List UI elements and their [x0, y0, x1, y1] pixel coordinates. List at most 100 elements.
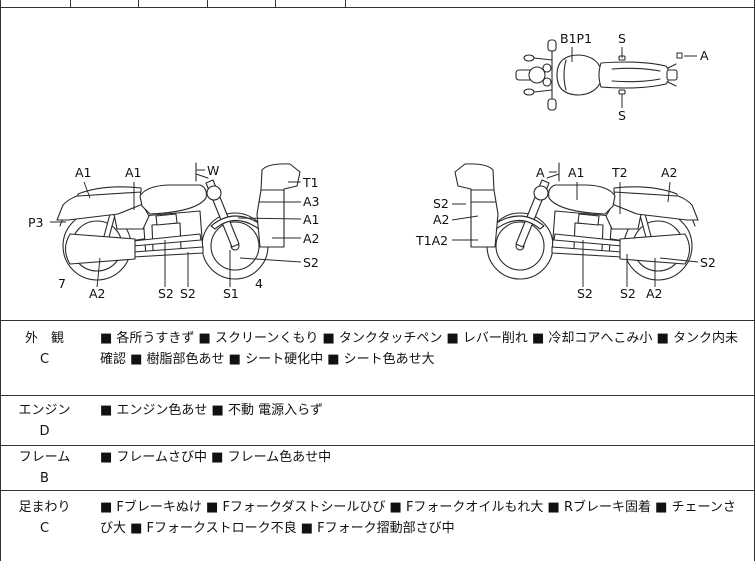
left-view-label: S1: [223, 286, 239, 301]
top-mirror: [523, 88, 535, 96]
right-fuel-tank: [548, 184, 616, 215]
category-label: フレーム: [18, 450, 71, 465]
condition-row-engine: エンジン D ■ エンジン色あせ ■ 不動 電源入らず: [0, 395, 755, 445]
right-view-label: A: [536, 165, 545, 180]
damage-diagram: B1P1 S A S A1 A1 W T1 A3 A1 A2 S2 P3 7 A…: [28, 31, 716, 301]
right-view-label: T2: [611, 165, 628, 180]
top-tail-light: [666, 69, 678, 81]
left-view-label: A1: [125, 165, 142, 180]
top-table-cell: [345, 0, 346, 8]
category-cell: エンジン D: [1, 396, 88, 445]
leader-line: [451, 215, 479, 221]
right-side-view-motorcycle: [454, 162, 699, 281]
left-view-label: 7: [58, 276, 66, 291]
top-turn-signal: [667, 63, 677, 87]
left-front-cowl: [256, 163, 301, 248]
category-cell: 足まわり C: [1, 491, 88, 561]
condition-details: ■ エンジン色あせ ■ 不動 電源入らず: [100, 403, 323, 418]
top-grip: [547, 39, 557, 52]
top-mirror-stem: [533, 57, 553, 61]
right-view-label: A2: [646, 286, 663, 301]
grade-label: C: [39, 352, 50, 367]
top-view-label: S: [618, 108, 626, 123]
left-view-label: S2: [180, 286, 196, 301]
top-table-cell: [0, 0, 1, 8]
leader-line: [96, 257, 101, 288]
left-view-label: P3: [28, 215, 44, 230]
left-view-label: A2: [303, 231, 320, 246]
left-view-label: S2: [303, 255, 319, 270]
top-table-cell: [138, 0, 139, 8]
leader-line: [239, 257, 302, 263]
category-cell: 外 観 C: [1, 321, 88, 395]
right-view-label: T1A2: [415, 233, 448, 248]
top-seat-seam: [611, 78, 661, 83]
top-view-label: B1P1: [560, 31, 592, 46]
left-view-label: A3: [303, 194, 320, 209]
grade-label: B: [40, 471, 49, 486]
grade-label: D: [39, 424, 50, 439]
leader-lines: [50, 47, 699, 288]
right-cowl-panel-line: [470, 189, 497, 203]
left-engine-head: [155, 213, 178, 226]
condition-details: ■ Fブレーキぬけ ■ Fフォークダストシールひび ■ Fフォークオイルもれ大 …: [100, 500, 736, 536]
top-gauge: [542, 63, 552, 73]
damage-code-labels: B1P1 S A S A1 A1 W T1 A3 A1 A2 S2 P3 7 A…: [28, 31, 716, 301]
left-view-label: W: [207, 163, 219, 178]
left-handlebar: [195, 162, 209, 182]
left-muffler: [64, 233, 136, 265]
left-fuel-tank: [139, 184, 207, 215]
left-view-label: A1: [303, 212, 320, 227]
right-engine-head: [577, 213, 600, 226]
left-headlight: [206, 185, 222, 201]
condition-row-exterior: 外 観 C ■ 各所うすきず ■ スクリーンくもり ■ タンクタッチペン ■ レ…: [0, 320, 755, 395]
category-label: 足まわり: [18, 500, 71, 515]
top-gauge: [542, 77, 552, 87]
top-view-label: A: [700, 48, 709, 63]
left-view-label: A2: [89, 286, 106, 301]
right-view-label: A2: [661, 165, 678, 180]
right-view-label: S2: [577, 286, 593, 301]
top-table-cell: [70, 0, 71, 8]
top-mirror: [523, 54, 535, 62]
right-muffler: [619, 233, 691, 265]
right-handlebar: [546, 162, 560, 182]
top-table-cell: [275, 0, 276, 8]
top-view-motorcycle: [515, 39, 678, 111]
left-view-label: 4: [255, 276, 263, 291]
left-view-label: A1: [75, 165, 92, 180]
top-table-cell: [207, 0, 208, 8]
leader-line: [659, 257, 699, 263]
category-label: 外 観: [24, 331, 64, 346]
top-seat-seam: [611, 67, 661, 72]
category-cell: フレーム B: [1, 446, 88, 490]
right-view-label: S2: [700, 255, 716, 270]
right-headlight: [533, 185, 549, 201]
right-view-label: A2: [433, 212, 450, 227]
top-headlight: [528, 66, 546, 84]
right-view-label: A1: [568, 165, 585, 180]
right-view-label: S2: [620, 286, 636, 301]
grade-label: C: [39, 521, 50, 536]
condition-details: ■ フレームさび中 ■ フレーム色あせ中: [100, 450, 332, 465]
top-grip: [547, 98, 557, 111]
top-view-label: S: [618, 31, 626, 46]
condition-details: ■ 各所うすきず ■ スクリーンくもり ■ タンクタッチペン ■ レバー削れ ■…: [100, 331, 738, 367]
left-view-label: T1: [302, 175, 319, 190]
top-footpeg: [618, 89, 626, 95]
position-marker: [676, 52, 683, 59]
top-seat: [598, 61, 671, 89]
leader-line: [237, 217, 302, 220]
condition-row-suspension: 足まわり C ■ Fブレーキぬけ ■ Fフォークダストシールひび ■ Fフォーク…: [0, 490, 755, 561]
left-seat: [77, 186, 142, 197]
right-front-cowl: [454, 163, 499, 248]
leader-line: [667, 181, 671, 203]
right-view-label: S2: [433, 196, 449, 211]
category-label: エンジン: [18, 403, 71, 418]
top-mirror-stem: [533, 89, 553, 93]
leader-line: [83, 181, 91, 199]
left-view-label: S2: [158, 286, 174, 301]
condition-row-frame: フレーム B ■ フレームさび中 ■ フレーム色あせ中: [0, 445, 755, 490]
top-tank-seam: [563, 59, 567, 91]
left-side-view-motorcycle: [56, 162, 301, 281]
